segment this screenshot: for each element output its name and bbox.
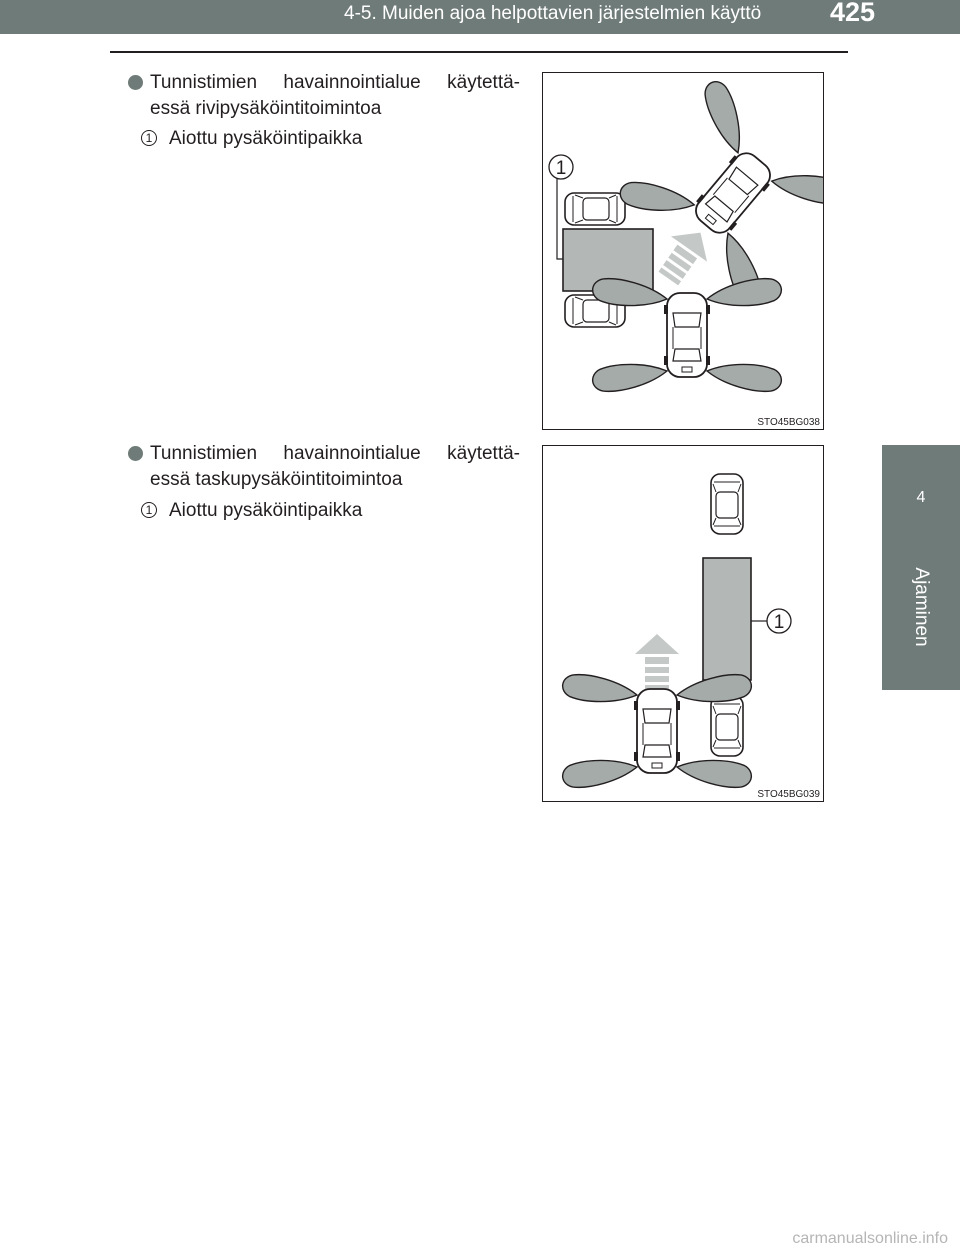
callout-item: 1 Aiottu pysäköintipaikka bbox=[141, 500, 362, 522]
figure-garage-parking: 1 STO45BG039 bbox=[542, 445, 824, 802]
figure-label: 1 bbox=[556, 158, 567, 179]
figure-parallel-parking: 1 STO45BG038 bbox=[542, 72, 824, 430]
header-rule bbox=[110, 51, 848, 53]
callout-item: 1 Aiottu pysäköintipaikka bbox=[141, 128, 362, 150]
chapter-side-tab: 4 Ajaminen bbox=[882, 445, 960, 690]
chapter-label: Ajaminen bbox=[911, 567, 932, 647]
page-number: 425 bbox=[830, 0, 876, 27]
garage-parking-diagram: 1 bbox=[560, 473, 792, 791]
direction-arrow bbox=[650, 219, 719, 292]
parallel-parking-diagram: 1 bbox=[548, 77, 823, 395]
page-header-title: 4-5. Muiden ajoa helpottavien järjestelm… bbox=[344, 3, 762, 24]
label-circle bbox=[548, 154, 574, 180]
chapter-number: 4 bbox=[916, 489, 926, 506]
heading-line-1: Tunnistimien havainnointialue käytettä- bbox=[150, 72, 520, 93]
header-bar: 4-5. Muiden ajoa helpottavien järjestelm… bbox=[0, 0, 960, 34]
callout-number-icon: 1 bbox=[141, 130, 157, 146]
figure-code: STO45BG039 bbox=[757, 789, 820, 800]
label-circle bbox=[766, 608, 792, 634]
parked-car-top bbox=[710, 473, 744, 535]
moving-car bbox=[687, 145, 779, 241]
callout-text: Aiottu pysäköintipaikka bbox=[169, 500, 363, 521]
bullet-icon bbox=[128, 75, 143, 90]
own-car bbox=[633, 688, 681, 774]
direction-arrow bbox=[635, 634, 679, 690]
heading-line-2: essä rivipysäköintitoimintoa bbox=[150, 98, 382, 119]
watermark: carmanualsonline.info bbox=[792, 1230, 948, 1247]
heading-line-1: Tunnistimien havainnointialue käytettä- bbox=[150, 443, 520, 464]
parked-car-bottom bbox=[710, 695, 744, 757]
parking-space bbox=[702, 557, 752, 681]
heading-line-2: essä taskupysäköintitoimintoa bbox=[150, 469, 403, 490]
parked-car-front bbox=[564, 192, 626, 226]
callout-text: Aiottu pysäköintipaikka bbox=[169, 128, 363, 149]
bullet-icon bbox=[128, 446, 143, 461]
callout-number-icon: 1 bbox=[141, 502, 157, 518]
figure-label: 1 bbox=[774, 612, 785, 633]
figure-code: STO45BG038 bbox=[757, 417, 820, 428]
own-car bbox=[663, 292, 711, 378]
